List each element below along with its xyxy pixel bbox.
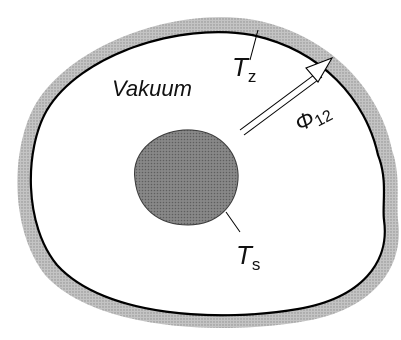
inner-temp-symbol: T [236, 240, 254, 270]
inner-temp-subscript: s [252, 255, 261, 274]
inner-body [134, 129, 239, 226]
outer-temp-leader [249, 29, 259, 61]
inner-temp-leader [225, 211, 241, 233]
inner-temp-label: Ts [236, 240, 260, 274]
vacuum-label: Vakuum [112, 76, 192, 101]
outer-temp-subscript: z [248, 67, 257, 86]
heat-flux-arrow [239, 56, 334, 136]
outer-temp-symbol: T [232, 52, 250, 82]
outer-temp-label: Tz [232, 52, 256, 86]
flux-subscript: 12 [312, 107, 336, 130]
